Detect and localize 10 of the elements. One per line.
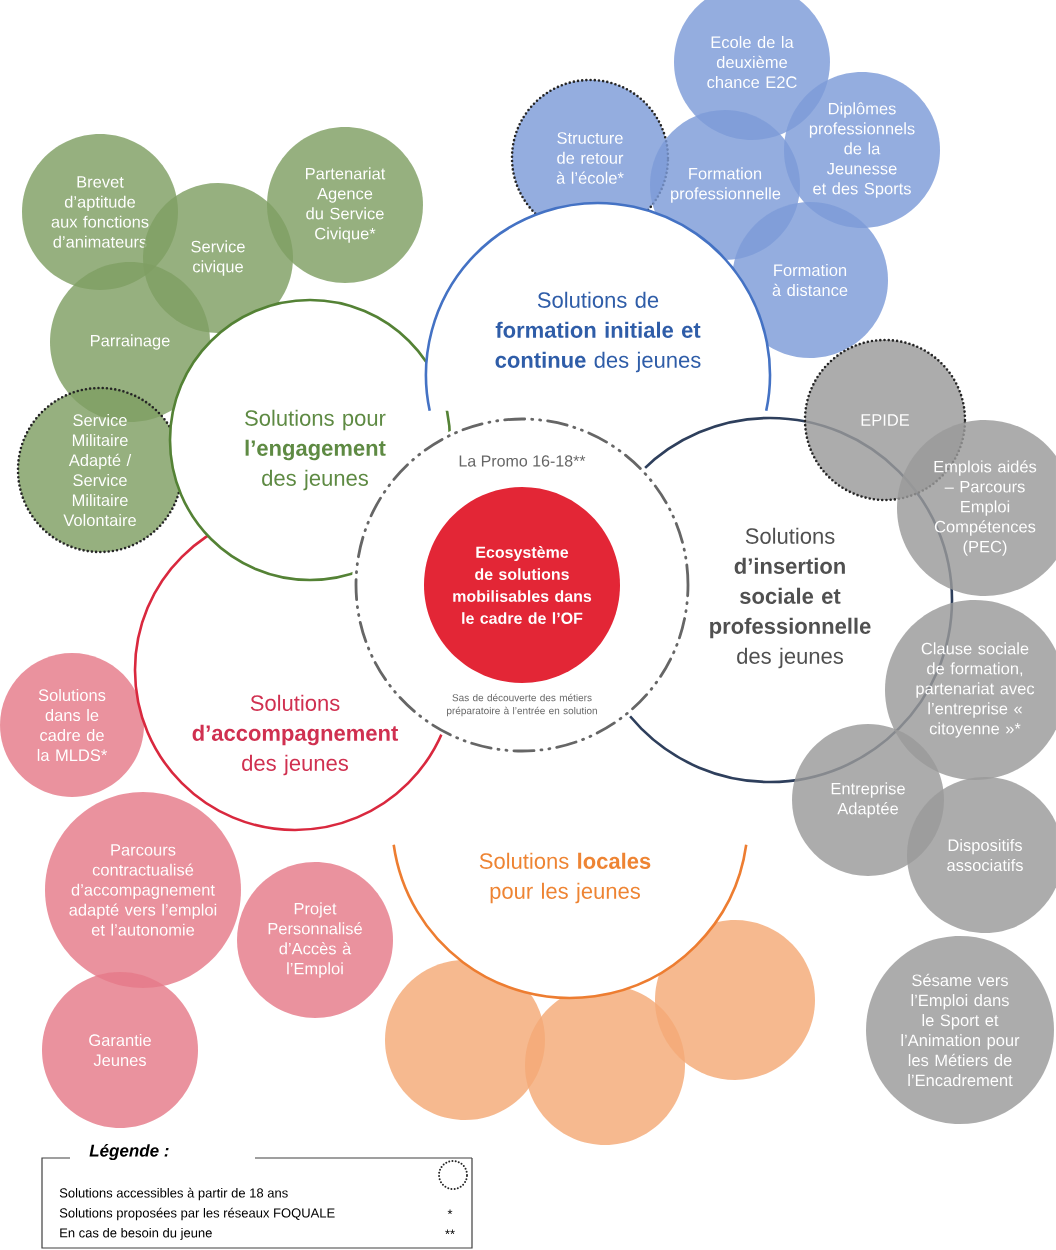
node-label: Solutions locales pour les jeunes [479,852,651,904]
legend-title: Légende : [89,1144,169,1160]
legend-text: Solutions proposées par les réseaux FOQUALE [59,1207,335,1221]
node-label: Solutions de formation initiale et continue des jeunes [495,291,701,373]
legend-text: Solutions accessibles à partir de 18 ans [59,1187,288,1201]
asterisk-symbol: ** [445,1229,455,1235]
empty-circle [655,920,815,1080]
legend-text: En cas de besoin du jeune [60,1227,212,1241]
node-label: La Promo 16-18** [459,455,586,467]
asterisk-symbol: * [447,1209,453,1215]
